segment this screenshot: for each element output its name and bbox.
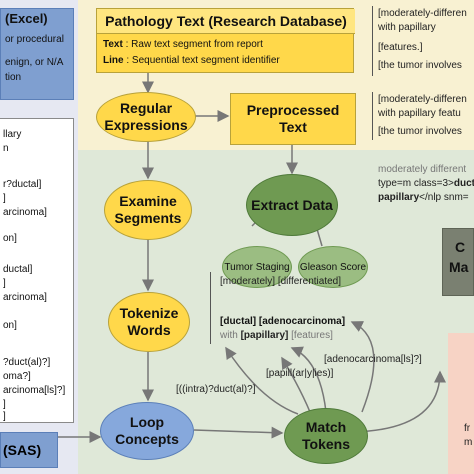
- xml-bold-text: papillary: [378, 192, 420, 203]
- concept-line: on]: [3, 320, 17, 331]
- concept-line: on]: [3, 233, 17, 244]
- arrow-match-to-tokens: [290, 346, 327, 413]
- token-text: [moderately]: [220, 276, 276, 287]
- pre-example-line: [moderately-differen: [378, 94, 467, 105]
- raw-example-line: [moderately-differen: [378, 8, 467, 19]
- sas-source-box: (SAS): [0, 432, 58, 468]
- concept-line: llary: [3, 129, 22, 140]
- excel-title: (Excel): [5, 11, 48, 26]
- concept-line: arcinoma[ls]?]: [3, 385, 66, 396]
- concept-line: ]: [3, 399, 6, 410]
- gleason-score-node: Gleason Score: [298, 246, 368, 288]
- text-field-label: Text: [103, 39, 123, 50]
- extract-data-node: Extract Data: [246, 174, 338, 236]
- concept-line: arcinoma]: [3, 292, 47, 303]
- token-text: [papillary]: [240, 330, 289, 341]
- xml-example-line: type=m class=3>duct: [378, 178, 474, 189]
- excel-source-box: (Excel) or procedural enign, or N/A tion: [0, 8, 74, 100]
- raw-example-line: [features.]: [378, 42, 423, 53]
- examine-segments-node: Examine Segments: [104, 180, 192, 240]
- result-box-text: m: [464, 437, 473, 448]
- token-text: [features]: [291, 330, 333, 341]
- arrow-match-to-ductal: [225, 346, 299, 415]
- excel-line: or procedural: [5, 34, 64, 45]
- token-line: [moderately] [differentiated]: [220, 276, 341, 287]
- raw-example-line: with papillary: [378, 22, 436, 33]
- text-field-description: Text : Raw text segment from report: [103, 39, 263, 50]
- xml-tag-text: </nlp snm=: [419, 192, 469, 203]
- output-box-text: Ma: [449, 259, 469, 275]
- output-box: C Ma: [442, 228, 474, 296]
- concept-line: ductal]: [3, 264, 33, 275]
- concept-line: r?ductal]: [3, 179, 42, 190]
- concept-line: oma?]: [3, 371, 31, 382]
- line-field-description: Line : Sequential text segment identifie…: [103, 55, 280, 66]
- concept-line: ]: [3, 193, 6, 204]
- concept-list-panel: llary n r?ductal] ] arcinoma] on] ductal…: [0, 118, 74, 423]
- pathology-title: Pathology Text (Research Database): [97, 9, 355, 34]
- match-tokens-node: Match Tokens: [284, 408, 368, 464]
- concept-line: n: [3, 143, 9, 154]
- arrow-adeno-to-tokens: [350, 321, 375, 413]
- token-text: [ductal]: [220, 316, 257, 327]
- concept-line: ]: [3, 278, 6, 289]
- pre-example-line: [the tumor involves: [378, 126, 462, 137]
- loop-concepts-node: Loop Concepts: [100, 402, 194, 460]
- concept-line: ?duct(al)?]: [3, 357, 51, 368]
- line-field-desc: : Sequential text segment identifier: [126, 55, 280, 66]
- preprocessed-text-node: Preprocessed Text: [230, 93, 356, 145]
- line-field-label: Line: [103, 55, 124, 66]
- xml-example-line: papillary</nlp snm=: [378, 192, 469, 203]
- output-box-text: C: [455, 239, 466, 255]
- xml-bold-text: duct: [453, 178, 474, 189]
- concept-line: ]: [3, 411, 6, 422]
- excel-line: tion: [5, 72, 22, 83]
- regex-label: [((intra)?duct(al)?]: [176, 384, 256, 395]
- regex-label: [papill(ar|y|ies)]: [266, 368, 334, 379]
- token-text: [adenocarcinoma]: [258, 316, 346, 327]
- pathology-text-box: Pathology Text (Research Database) Text …: [96, 8, 355, 73]
- regular-expressions-node: Regular Expressions: [96, 92, 196, 142]
- token-line: [ductal] [adenocarcinoma]: [220, 316, 345, 327]
- raw-example-line: [the tumor involves: [378, 60, 462, 71]
- raw-example-bracket: [372, 6, 373, 76]
- token-text: with: [220, 330, 238, 341]
- regex-label: [adenocarcinoma[ls]?]: [324, 354, 422, 365]
- arrow-match-to-papillary: [281, 356, 311, 413]
- concept-line: arcinoma]: [3, 207, 47, 218]
- text-field-desc: : Raw text segment from report: [125, 39, 263, 50]
- result-box: fr m: [448, 333, 474, 474]
- tokenize-words-node: Tokenize Words: [108, 292, 190, 352]
- token-bracket: [210, 272, 211, 344]
- token-line: with [papillary] [features]: [220, 330, 333, 341]
- result-box-text: fr: [464, 423, 471, 434]
- arrow-loop-to-match: [193, 426, 284, 439]
- pre-example-bracket: [372, 92, 373, 140]
- pre-example-line: with papillary featu: [378, 108, 461, 119]
- xml-example-line: moderately different: [378, 164, 467, 175]
- xml-tag-text: type=m class=3>: [378, 178, 454, 189]
- excel-line: enign, or N/A: [5, 57, 64, 68]
- token-text: [differentiated]: [277, 276, 342, 287]
- tumor-staging-node: Tumor Staging: [222, 246, 292, 288]
- arrow-match-to-right: [351, 370, 446, 433]
